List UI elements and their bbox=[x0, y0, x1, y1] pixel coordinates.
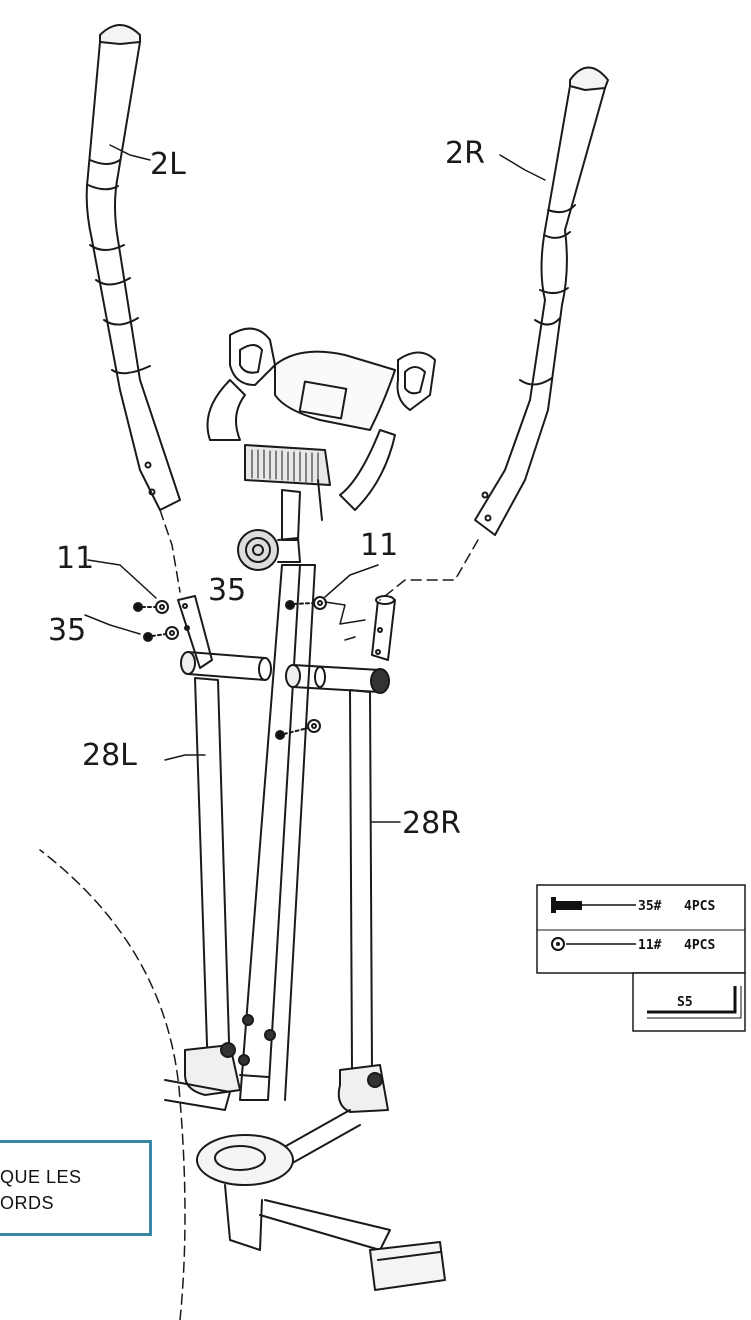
legend-washer-qty: 4PCS bbox=[684, 938, 715, 953]
leader-lines bbox=[39, 509, 479, 1320]
pivot-axles bbox=[180, 651, 390, 694]
legend-bolt-qty: 4PCS bbox=[684, 899, 715, 914]
label-arm-left: 28L bbox=[82, 738, 137, 773]
base-frame bbox=[196, 1134, 446, 1291]
arm-left-upper bbox=[177, 595, 213, 669]
main-mast bbox=[238, 564, 316, 1101]
bolt-icon bbox=[551, 897, 582, 913]
label-handle-right: 2R bbox=[445, 136, 485, 171]
console bbox=[206, 327, 436, 541]
lower-arm-left bbox=[164, 677, 241, 1111]
note-box: QUE LES ORDS bbox=[0, 1140, 152, 1236]
legend-washer-code: 11# bbox=[638, 938, 662, 953]
legend-bolt-code: 35# bbox=[638, 899, 662, 914]
legend-tool-code: S5 bbox=[677, 995, 693, 1010]
label-handle-left: 2L bbox=[150, 147, 186, 182]
label-bolt-left: 35 bbox=[48, 613, 86, 648]
handlebar-right bbox=[474, 66, 609, 536]
handlebar-left bbox=[85, 24, 181, 511]
label-bolt-right: 35 bbox=[208, 573, 246, 608]
zigzag-lines bbox=[324, 601, 366, 641]
tension-knob bbox=[237, 529, 301, 571]
label-washer-left: 11 bbox=[56, 541, 94, 576]
washer-icon bbox=[551, 937, 565, 951]
label-washer-right: 11 bbox=[360, 528, 398, 563]
callout-leaders bbox=[84, 144, 546, 823]
arm-right-upper bbox=[371, 595, 396, 661]
bolt-washer-set-left bbox=[133, 600, 179, 642]
label-arm-right: 28R bbox=[402, 806, 461, 841]
note-line-2: ORDS bbox=[0, 1193, 55, 1213]
lower-arm-right bbox=[269, 689, 389, 1171]
bolt-washer-set-right bbox=[275, 596, 327, 740]
note-line-1: QUE LES bbox=[0, 1167, 82, 1187]
allen-key-icon bbox=[647, 986, 742, 1019]
hardware-legend: 35# 4PCS 11# 4PCS S5 bbox=[536, 884, 746, 1032]
